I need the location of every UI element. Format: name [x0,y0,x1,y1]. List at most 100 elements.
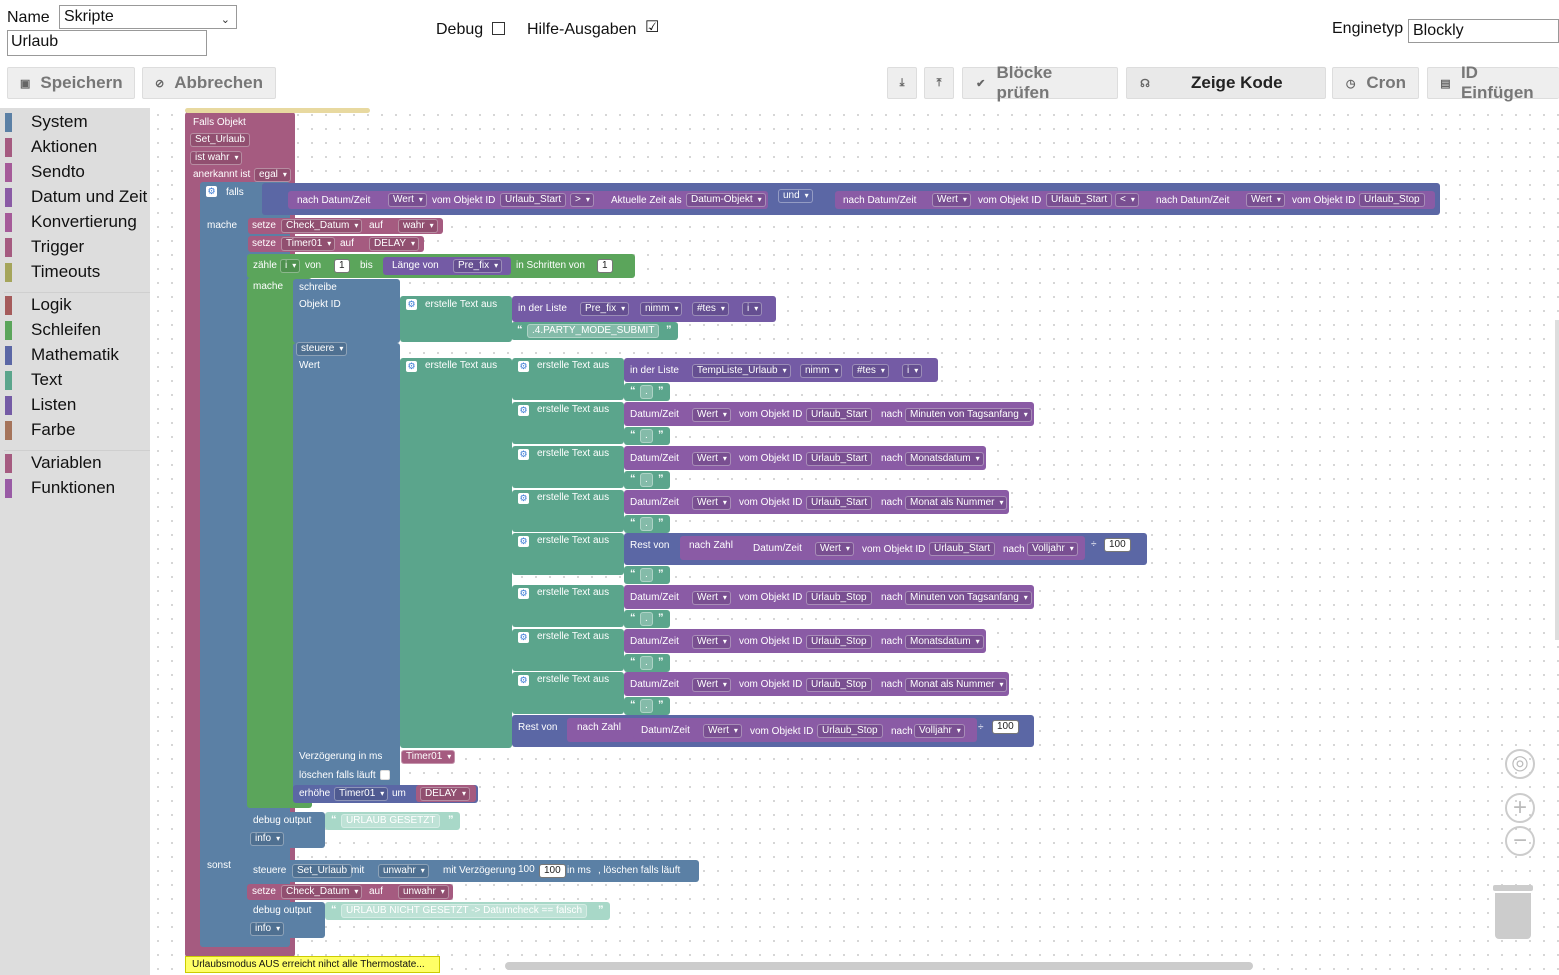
block-dropdown[interactable]: Pre_fix [453,259,503,273]
center-icon[interactable]: ◎ [1505,749,1535,779]
text-literal-field[interactable]: . [640,429,653,443]
text-literal-field[interactable]: URLAUB GESETZT [341,814,441,828]
block-dropdown[interactable]: Wert [815,542,854,556]
text-literal-block[interactable] [624,566,670,584]
toolbox-category[interactable]: Variablen [0,451,150,475]
text-join-block[interactable] [512,358,624,400]
text-join-block[interactable] [512,446,624,488]
text-literal-block[interactable] [624,427,670,445]
text-literal-block[interactable] [624,383,670,401]
mutator-gear-icon[interactable]: ⚙ [206,186,217,197]
block-dropdown[interactable]: i [742,302,763,316]
script-folder-select[interactable]: Skripte⌄ [59,5,237,29]
toolbox-category[interactable]: Konvertierung [0,210,150,234]
mutator-gear-icon[interactable]: ⚙ [406,361,417,372]
mutator-gear-icon[interactable]: ⚙ [406,299,417,310]
text-join-block[interactable] [400,296,512,342]
block-dropdown[interactable]: nimm [800,364,843,378]
block-dropdown[interactable]: < [1115,193,1139,207]
horizontal-scrollbar[interactable] [505,962,1253,970]
insert-id-button[interactable]: ▤ID Einfügen [1427,63,1559,102]
text-join-block[interactable] [512,533,624,575]
engine-select[interactable]: Blockly [1408,19,1559,43]
block-dropdown[interactable]: Urlaub_Start [806,452,873,466]
text-literal-block[interactable] [511,322,678,340]
block-dropdown[interactable]: TempListe_Urlaub [692,364,791,378]
text-literal-block[interactable] [624,697,670,715]
toolbox-category[interactable]: Aktionen [0,135,150,159]
block-dropdown[interactable]: Urlaub_Stop [806,591,872,605]
block-dropdown[interactable]: info [250,922,285,936]
block-dropdown[interactable]: Monatsdatum [905,635,984,649]
text-literal-block[interactable] [624,610,670,628]
mutator-gear-icon[interactable]: ⚙ [518,536,529,547]
block-dropdown[interactable]: Wert [692,496,731,510]
block-dropdown[interactable]: Check_Datum [281,885,363,899]
trash-icon[interactable] [1493,885,1533,939]
export-button[interactable]: ⤓ [887,67,917,99]
text-literal-field[interactable]: . [640,473,653,487]
block-dropdown[interactable]: Monat als Nummer [905,496,1008,510]
block-dropdown[interactable]: nimm [640,302,683,316]
text-join-block[interactable] [512,402,624,444]
block-dropdown[interactable]: Wert [692,591,731,605]
block-dropdown[interactable]: Wert [703,724,742,738]
mutator-gear-icon[interactable]: ⚙ [518,361,529,372]
cron-button[interactable]: ◷Cron [1332,67,1419,99]
toolbox-category[interactable]: Timeouts [0,260,150,284]
text-literal-block[interactable] [624,471,670,489]
control-state-block[interactable] [247,860,699,882]
mutator-gear-icon[interactable]: ⚙ [518,449,529,460]
save-button[interactable]: ▣Speichern [7,67,135,99]
text-literal-field[interactable]: . [640,385,653,399]
text-literal-field[interactable]: . [640,612,653,626]
block-dropdown[interactable]: i [902,364,923,378]
block-dropdown[interactable]: steuere [296,342,348,356]
toolbox-category[interactable]: Logik [0,293,150,317]
block-dropdown[interactable]: Timer01 [401,750,456,764]
toolbox-category[interactable]: Trigger [0,235,150,259]
text-join-block[interactable] [512,490,624,532]
toolbox-category[interactable]: System [0,110,150,134]
text-literal-field[interactable]: . [640,656,653,670]
block-dropdown[interactable]: > [570,193,594,207]
cancel-button[interactable]: ⊘Abbrechen [142,67,276,99]
toolbox-category[interactable]: Mathematik [0,343,150,367]
block-dropdown[interactable]: Timer01 [334,787,389,801]
text-literal-block[interactable] [325,902,610,920]
block-dropdown[interactable]: Wert [692,678,731,692]
block-dropdown[interactable]: Wert [692,635,731,649]
script-name-input[interactable]: Urlaub [7,30,207,56]
block-dropdown[interactable]: Urlaub_Start [806,408,873,422]
toolbox-category[interactable]: Funktionen [0,476,150,500]
text-join-block[interactable] [512,585,624,627]
block-dropdown[interactable]: 1 [597,259,613,273]
block-dropdown[interactable]: unwahr [398,885,449,899]
block-dropdown[interactable]: Monat als Nummer [905,678,1008,692]
block-dropdown[interactable]: 100 [539,864,566,878]
debug-checkbox[interactable] [492,22,505,35]
mutator-gear-icon[interactable]: ⚙ [518,632,529,643]
text-literal-field[interactable]: . [640,699,653,713]
mutator-gear-icon[interactable]: ⚙ [518,675,529,686]
block-dropdown[interactable]: #tes [852,364,889,378]
text-literal-block[interactable] [624,515,670,533]
toolbox-category[interactable]: Sendto [0,160,150,184]
block-dropdown[interactable]: info [250,832,285,846]
block-dropdown[interactable]: Urlaub_Stop [817,724,883,738]
control-state-block[interactable] [293,343,400,793]
text-literal-block[interactable] [325,812,460,830]
clear-running-checkbox[interactable] [380,770,390,780]
zoom-in-icon[interactable]: + [1505,793,1535,823]
mutator-gear-icon[interactable]: ⚙ [518,493,529,504]
check-blocks-button[interactable]: ✔Blöcke prüfen [962,63,1118,102]
mutator-gear-icon[interactable]: ⚙ [518,405,529,416]
block-dropdown[interactable]: Urlaub_Start [1046,193,1113,207]
block-dropdown[interactable]: Volljahr [914,724,965,738]
block-dropdown[interactable]: DELAY [369,237,420,251]
block-dropdown[interactable]: Minuten von Tagsanfang [905,408,1032,422]
toolbox-category[interactable]: Text [0,368,150,392]
text-join-block[interactable] [512,672,624,714]
toolbox-category[interactable]: Listen [0,393,150,417]
block-dropdown[interactable]: ist wahr [190,151,243,165]
